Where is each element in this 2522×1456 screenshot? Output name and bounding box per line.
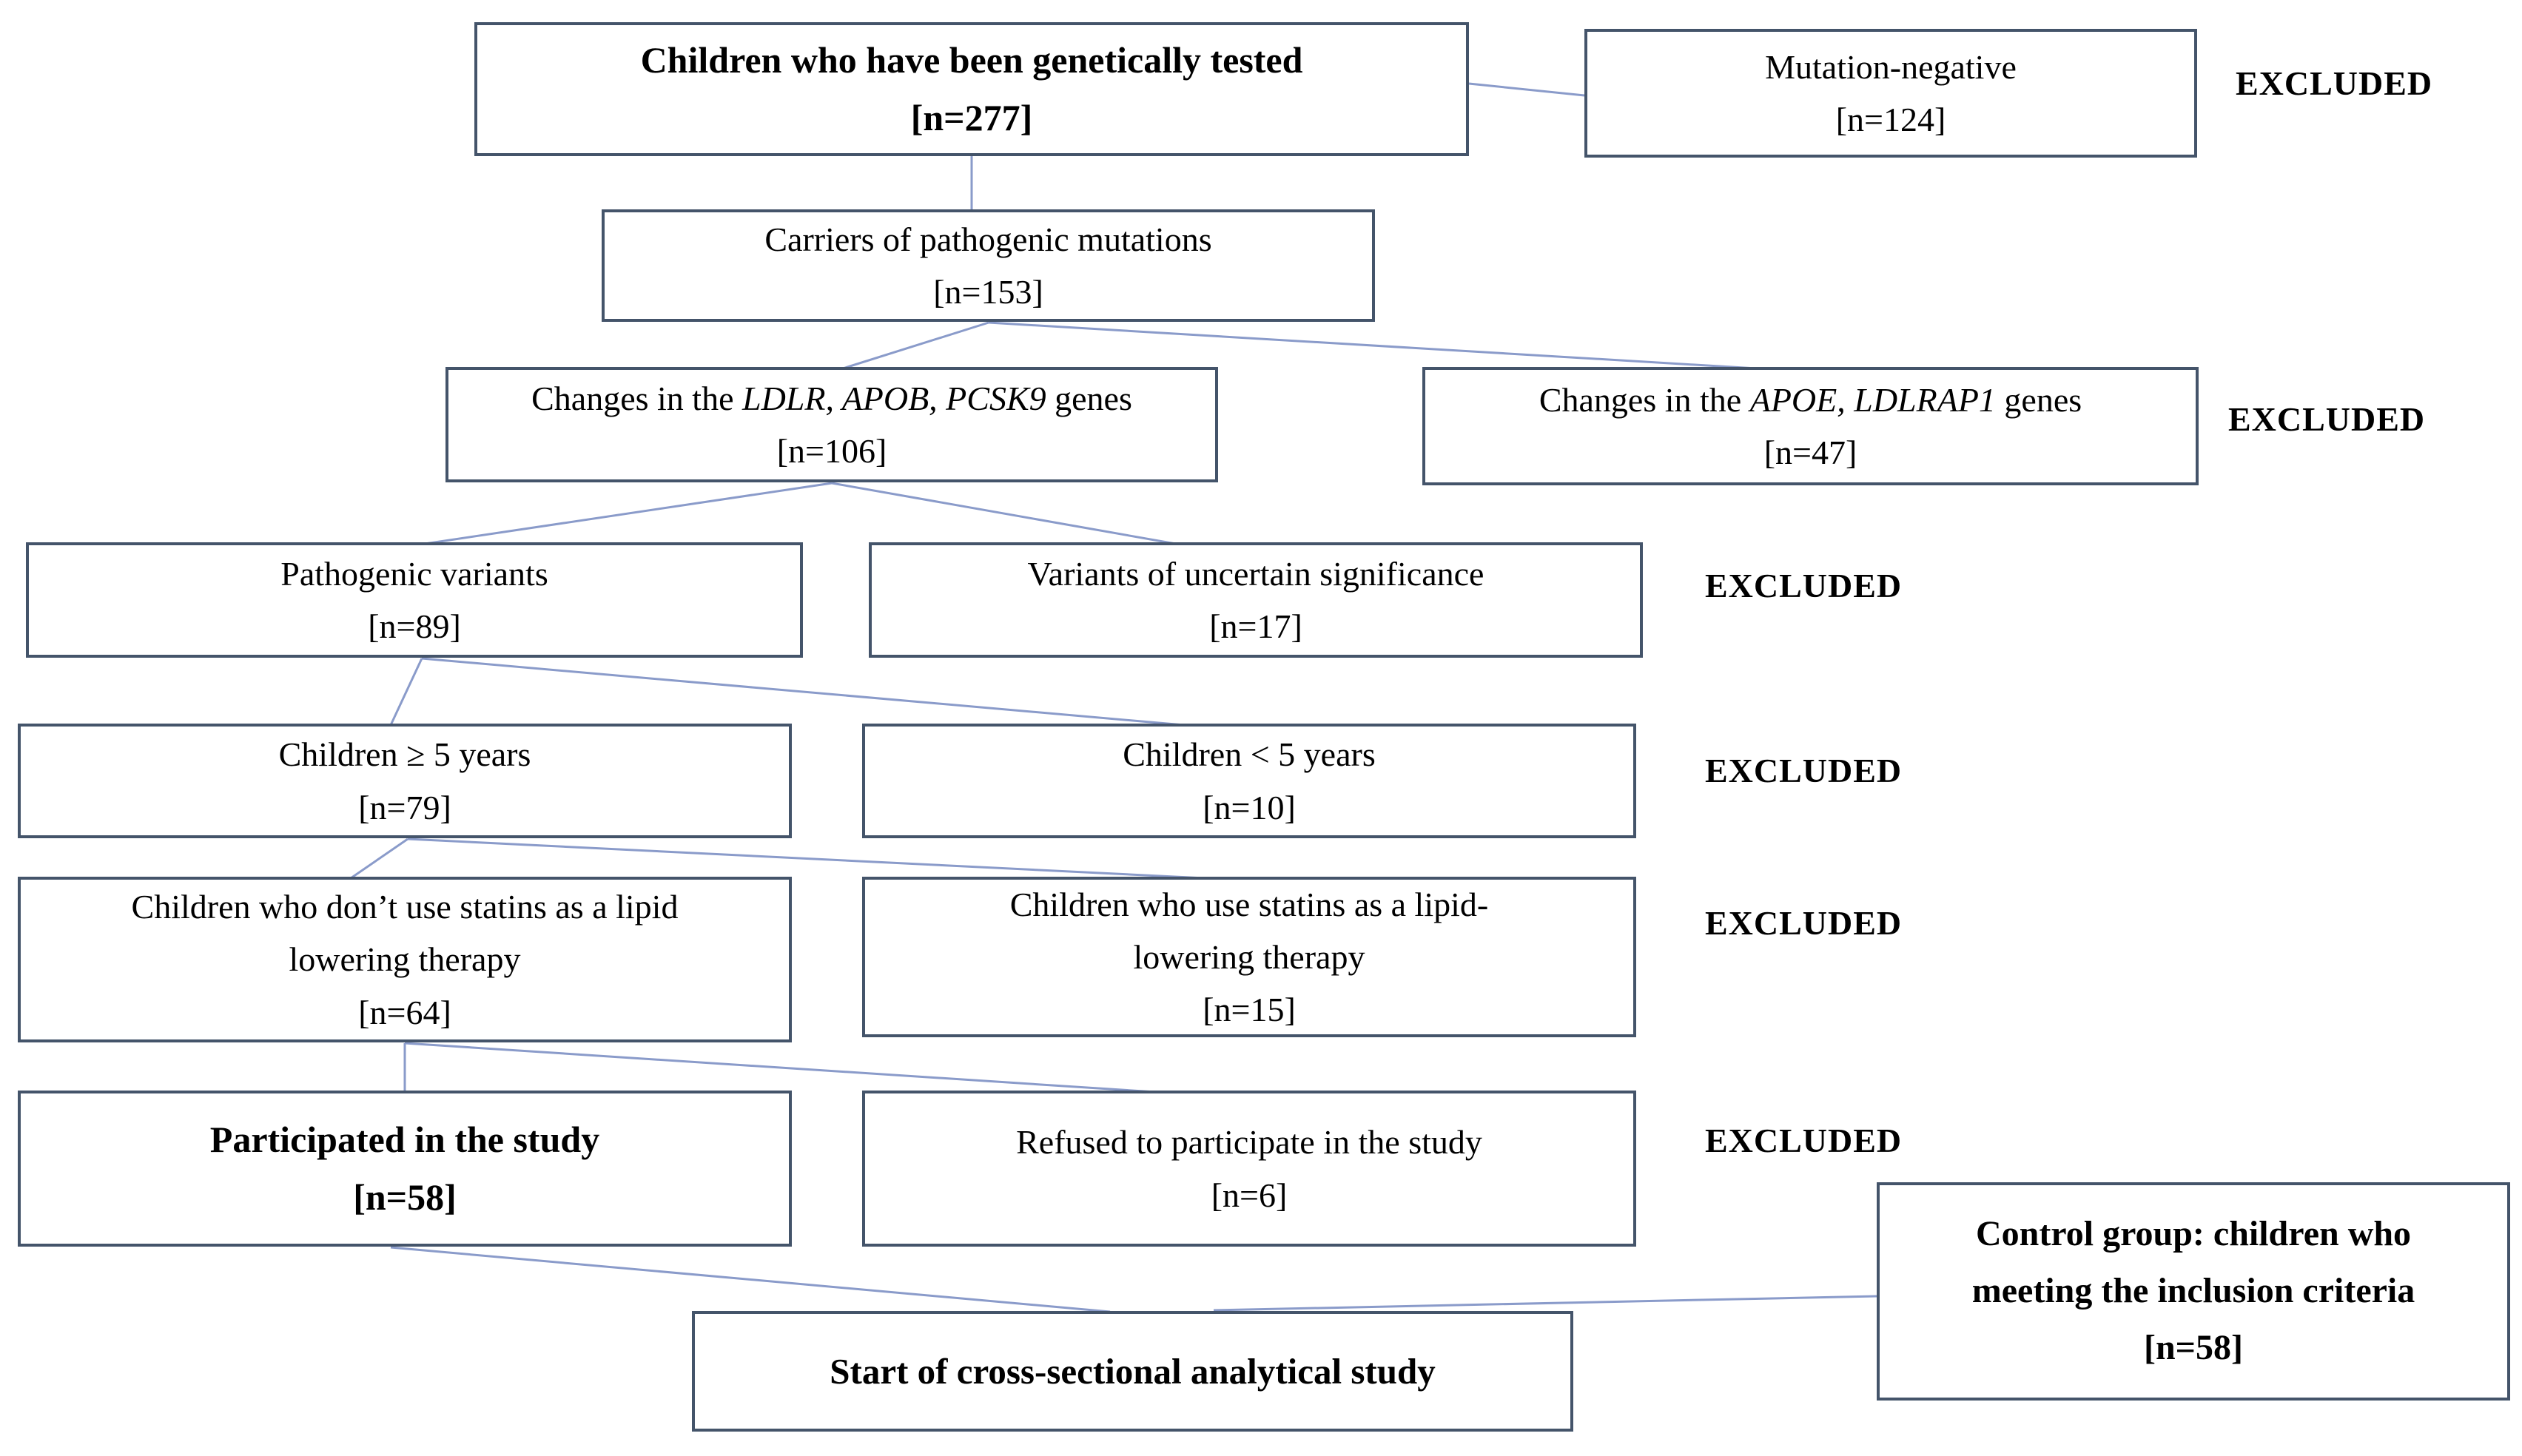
connector-ge5-to-statins bbox=[407, 837, 1205, 880]
node-participated: Participated in the study [n=58] bbox=[18, 1091, 792, 1247]
node-label: Children who don’t use statins as a lipi… bbox=[131, 888, 679, 926]
node-changes-apoe-ldlrap1: Changes in the APOE, LDLRAP1 genes [n=47… bbox=[1422, 367, 2199, 485]
connector-ge5-to-no-statins bbox=[350, 837, 408, 880]
connector-carriers-to-apoe bbox=[988, 321, 1782, 371]
node-label: Start of cross-sectional analytical stud… bbox=[830, 1350, 1436, 1392]
node-label: Children ≥ 5 years bbox=[278, 735, 531, 774]
excluded-label-use-statins: EXCLUDED bbox=[1705, 904, 1903, 942]
node-count: [n=10] bbox=[1203, 788, 1296, 826]
connector-pathogenic-to-lt5 bbox=[421, 657, 1185, 727]
node-count: [n=58] bbox=[353, 1176, 457, 1218]
gene-names-italic: APOE, LDLRAP1 bbox=[1749, 380, 1996, 419]
connector-ldlr-to-uncertain bbox=[831, 482, 1185, 547]
connector-no-statins-to-refused bbox=[404, 1042, 1156, 1093]
node-label-line2: lowering therapy bbox=[289, 940, 521, 979]
node-variants-uncertain-significance: Variants of uncertain significance [n=17… bbox=[869, 542, 1643, 658]
node-changes-ldlr-apob-pcsk9: Changes in the LDLR, APOB, PCSK9 genes [… bbox=[445, 367, 1218, 482]
excluded-label-apoe-ldlrap1: EXCLUDED bbox=[2228, 400, 2426, 438]
node-children-lt-5-years: Children < 5 years [n=10] bbox=[862, 724, 1636, 838]
excluded-label-mutation-negative: EXCLUDED bbox=[2236, 64, 2433, 102]
node-label-line2: meeting the inclusion criteria bbox=[1971, 1271, 2415, 1311]
node-count: [n=17] bbox=[1209, 607, 1302, 645]
label-prefix: Changes in the bbox=[1539, 380, 1750, 419]
node-label: Pathogenic variants bbox=[280, 554, 548, 593]
node-count: [n=6] bbox=[1211, 1176, 1288, 1214]
connector-ldlr-to-pathogenic bbox=[424, 482, 833, 545]
node-label: Carriers of pathogenic mutations bbox=[764, 220, 1212, 258]
node-carriers-pathogenic-mutations: Carriers of pathogenic mutations [n=153] bbox=[602, 209, 1375, 322]
node-no-statins: Children who don’t use statins as a lipi… bbox=[18, 877, 792, 1042]
excluded-label-lt-5-years: EXCLUDED bbox=[1705, 752, 1903, 789]
node-label-line2: lowering therapy bbox=[1133, 937, 1365, 976]
node-label: Control group: children who bbox=[1975, 1214, 2412, 1254]
node-count: [n=64] bbox=[358, 993, 451, 1031]
node-control-group: Control group: children who meeting the … bbox=[1877, 1182, 2510, 1401]
node-label: Participated in the study bbox=[209, 1119, 600, 1160]
node-count: [n=153] bbox=[933, 273, 1043, 311]
label-suffix: genes bbox=[1046, 379, 1132, 417]
node-label: Mutation-negative bbox=[1765, 47, 2017, 86]
node-pathogenic-variants: Pathogenic variants [n=89] bbox=[26, 542, 803, 658]
connector-tested-to-mutation-negative bbox=[1468, 82, 1585, 97]
label-prefix: Changes in the bbox=[531, 379, 742, 417]
node-mutation-negative: Mutation-negative [n=124] bbox=[1584, 29, 2197, 158]
node-label: Refused to participate in the study bbox=[1016, 1123, 1482, 1162]
node-refused: Refused to participate in the study [n=6… bbox=[862, 1091, 1636, 1247]
node-use-statins: Children who use statins as a lipid- low… bbox=[862, 877, 1636, 1037]
node-count: [n=89] bbox=[368, 607, 461, 645]
node-count: [n=277] bbox=[910, 96, 1033, 138]
excluded-label-refused: EXCLUDED bbox=[1705, 1122, 1903, 1159]
node-count: [n=124] bbox=[1835, 101, 1946, 138]
connector-carriers-to-ldlr bbox=[842, 321, 989, 370]
node-count: [n=58] bbox=[2143, 1327, 2243, 1367]
connector-participated-to-start bbox=[390, 1246, 1111, 1313]
label-suffix: genes bbox=[1995, 380, 2082, 419]
connector-control-to-start bbox=[1213, 1295, 1877, 1312]
node-label: Changes in the APOE, LDLRAP1 genes bbox=[1539, 374, 2082, 426]
node-count: [n=79] bbox=[358, 788, 451, 826]
excluded-label-uncertain-variants: EXCLUDED bbox=[1705, 567, 1903, 604]
node-label: Changes in the LDLR, APOB, PCSK9 genes bbox=[531, 372, 1132, 425]
node-label: Children < 5 years bbox=[1123, 735, 1376, 774]
node-label: Children who use statins as a lipid- bbox=[1009, 885, 1489, 923]
gene-names-italic: LDLR, APOB, PCSK9 bbox=[742, 379, 1046, 417]
node-count: [n=47] bbox=[1763, 434, 1857, 471]
node-label: Variants of uncertain significance bbox=[1027, 554, 1484, 593]
node-label: Children who have been genetically teste… bbox=[640, 39, 1303, 81]
node-children-ge-5-years: Children ≥ 5 years [n=79] bbox=[18, 724, 792, 838]
node-count: [n=106] bbox=[776, 432, 887, 470]
node-count: [n=15] bbox=[1203, 991, 1296, 1029]
node-start-cross-sectional-study: Start of cross-sectional analytical stud… bbox=[692, 1311, 1573, 1432]
connector-pathogenic-to-ge5 bbox=[389, 658, 423, 726]
node-children-genetically-tested: Children who have been genetically teste… bbox=[474, 22, 1469, 156]
